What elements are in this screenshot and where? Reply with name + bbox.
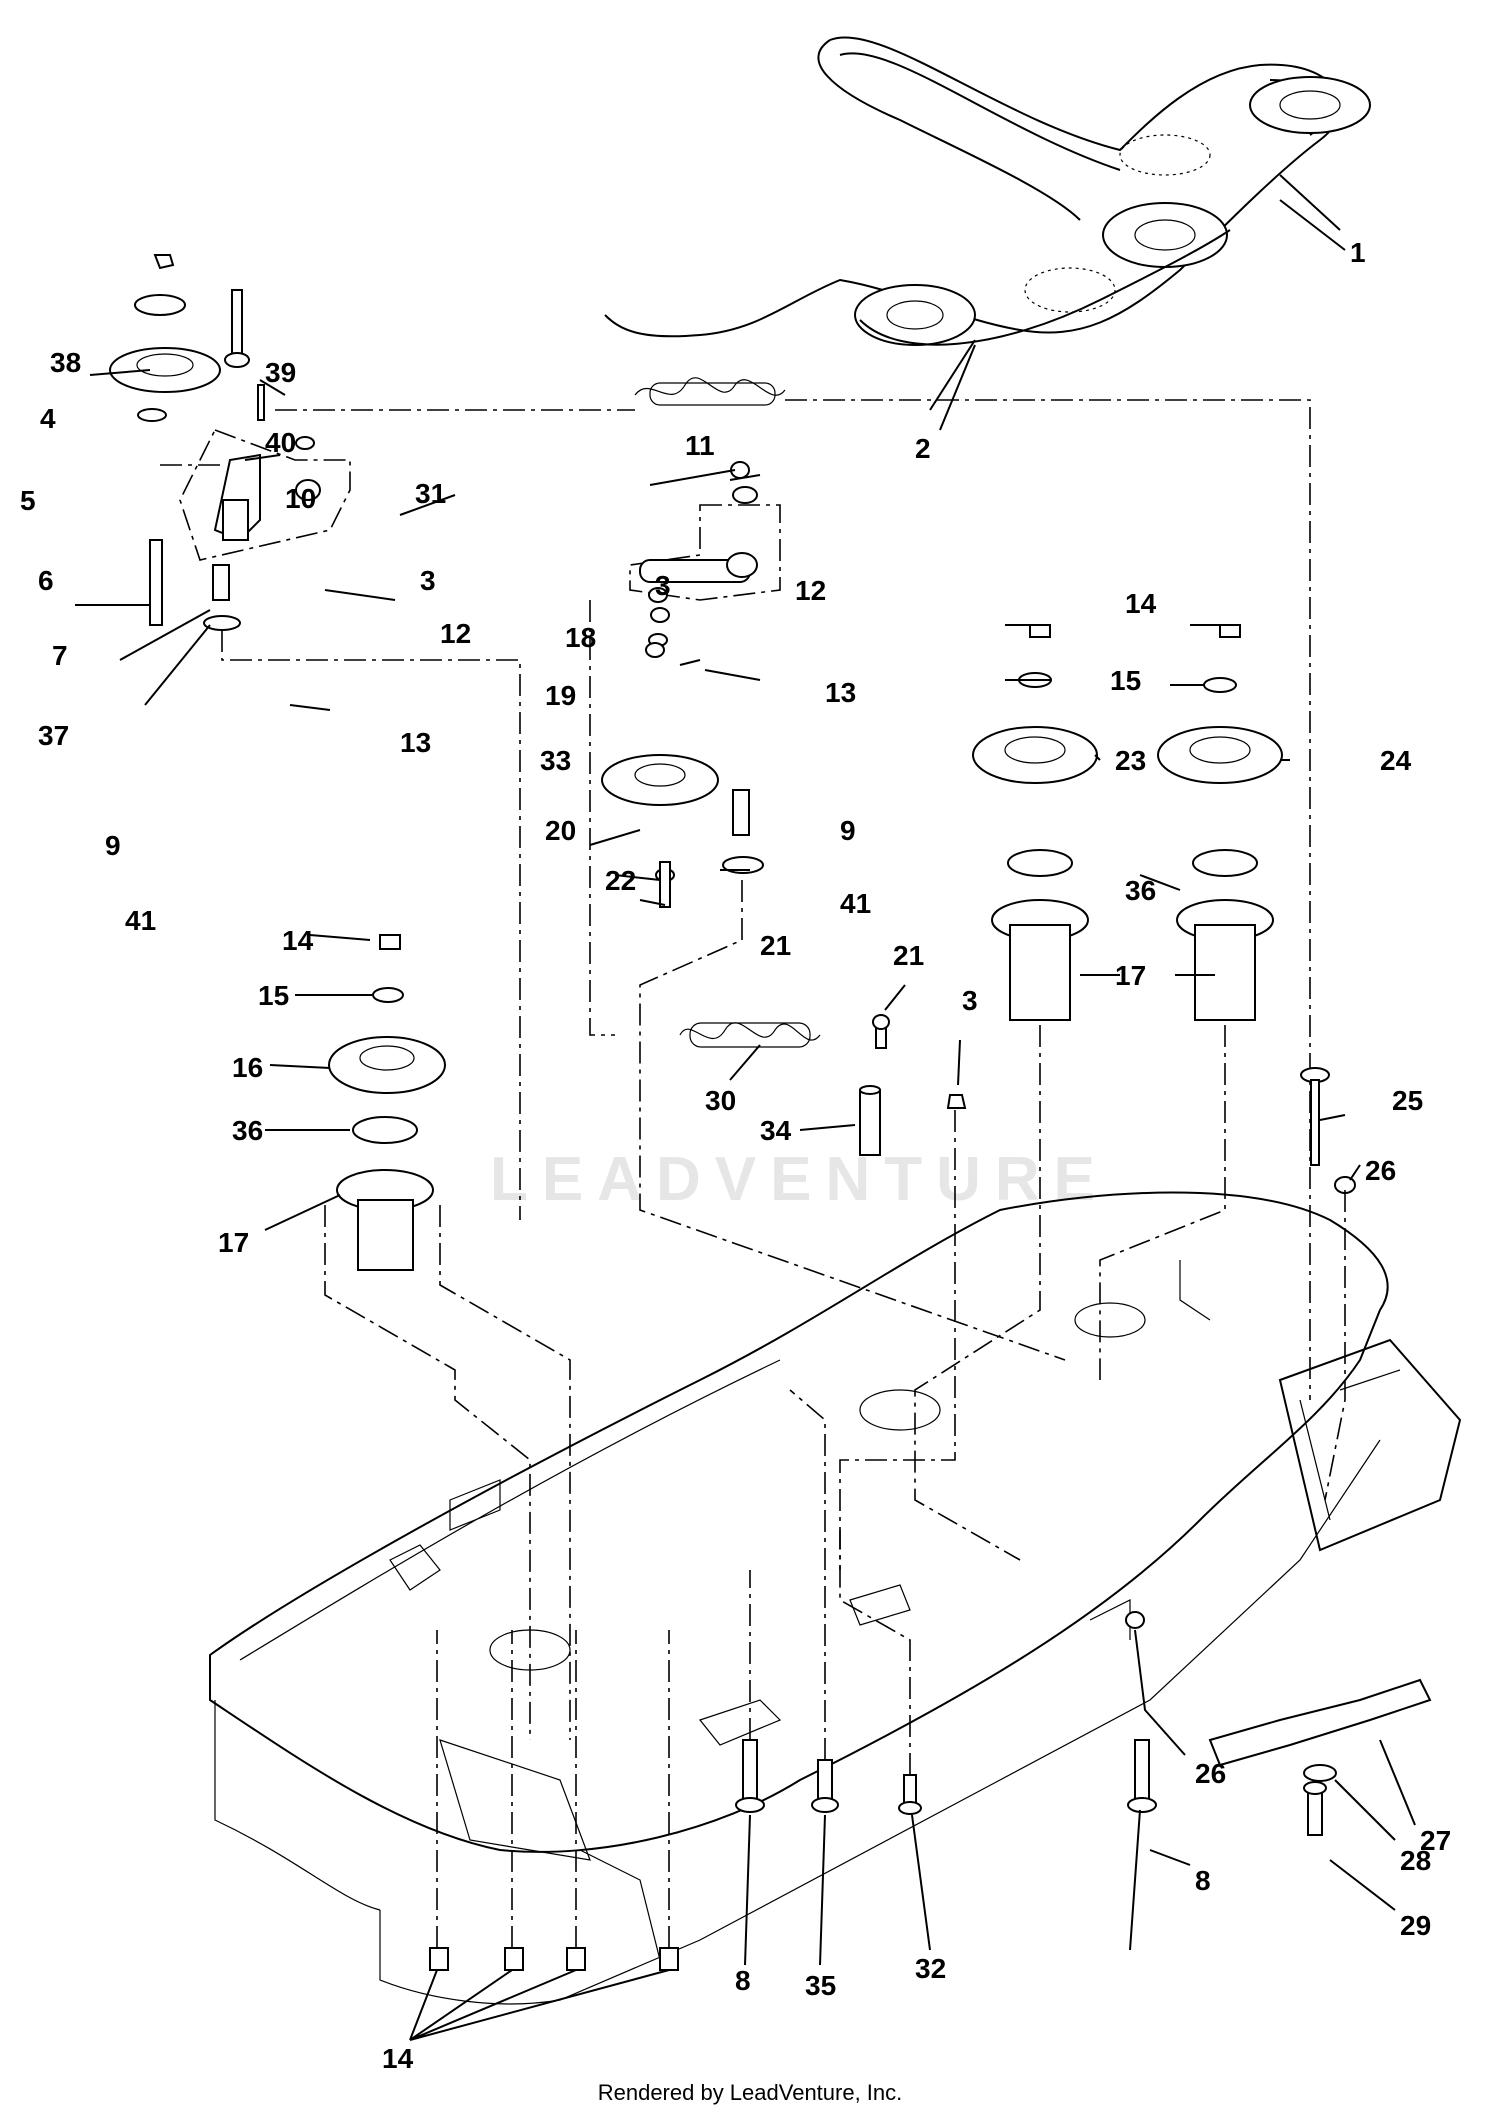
callout-26-bottom: 26	[1195, 1758, 1226, 1789]
footer-credit: Rendered by LeadVenture, Inc.	[597, 2080, 903, 2105]
callout-29: 29	[1400, 1910, 1431, 1941]
callout-19: 19	[545, 680, 576, 711]
callout-8-left: 8	[735, 1965, 751, 1996]
callout-17-left: 17	[218, 1227, 249, 1258]
callout-12-left: 12	[440, 618, 471, 649]
left-idler-group	[109, 254, 521, 1220]
callout-26-top: 26	[1365, 1155, 1396, 1186]
callout-14-top: 14	[1125, 588, 1157, 619]
callout-10: 10	[285, 483, 316, 514]
callout-17-right: 17	[1115, 960, 1146, 991]
callout-28: 28	[1400, 1845, 1431, 1876]
belt-pulley-left	[854, 284, 976, 346]
callout-41-center: 41	[840, 888, 871, 919]
callout-13-center: 13	[825, 677, 856, 708]
callout-15-left: 15	[258, 980, 289, 1011]
callout-2: 2	[915, 433, 931, 464]
callout-36-left: 36	[232, 1115, 263, 1146]
callout-16: 16	[232, 1052, 263, 1083]
callout-12-center: 12	[795, 575, 826, 606]
callout-33: 33	[540, 745, 571, 776]
callout-31: 31	[415, 478, 446, 509]
bottom-fasteners	[409, 1389, 1327, 2041]
center-idler-group	[589, 461, 1066, 1361]
callout-13-left: 13	[400, 727, 431, 758]
callout-4: 4	[40, 403, 56, 434]
deck-belt-assembly	[604, 36, 1371, 411]
leader-lines	[75, 199, 1416, 1966]
callout-14-left: 14	[282, 925, 314, 956]
callout-3-center: 3	[655, 570, 671, 601]
callout-9-center: 9	[840, 815, 856, 846]
callout-7: 7	[52, 640, 68, 671]
callout-14-bottom: 14	[382, 2043, 414, 2074]
callout-24: 24	[1380, 745, 1412, 776]
spring-11	[275, 377, 1311, 1400]
callout-36-right: 36	[1125, 875, 1156, 906]
callout-9-left: 9	[105, 830, 121, 861]
callout-20: 20	[545, 815, 576, 846]
callout-23: 23	[1115, 745, 1146, 776]
right-spindle-group	[914, 624, 1283, 1561]
callout-30: 30	[705, 1085, 736, 1116]
callout-37: 37	[38, 720, 69, 751]
callout-5: 5	[20, 485, 36, 516]
callout-39: 39	[265, 357, 296, 388]
callout-8-right: 8	[1195, 1865, 1211, 1896]
left-spindle-group	[324, 934, 571, 1740]
spring-30-group	[679, 1014, 967, 1570]
callout-27: 27	[1420, 1825, 1451, 1856]
callout-35: 35	[805, 1970, 836, 2001]
callout-6: 6	[38, 565, 54, 596]
callout-15-top: 15	[1110, 665, 1141, 696]
callout-18: 18	[565, 622, 596, 653]
callout-3-right: 3	[962, 985, 978, 1016]
callout-25: 25	[1392, 1085, 1423, 1116]
callout-40: 40	[265, 427, 296, 458]
watermark-text: LEADVENTURE	[490, 1145, 1109, 1214]
callout-11: 11	[685, 430, 715, 461]
callout-3-left: 3	[420, 565, 436, 596]
callout-1: 1	[1350, 237, 1366, 268]
callout-labels: 1 2 38 39 4 40 5 10 31 11 6 3 12 7 13 37…	[20, 237, 1451, 2074]
belt-pulley-center	[1102, 202, 1228, 268]
callout-21-right: 21	[893, 940, 924, 971]
belt-pulley-right	[1249, 76, 1371, 134]
callout-34: 34	[760, 1115, 792, 1146]
callout-21-center: 21	[760, 930, 791, 961]
blade-assembly	[1125, 1067, 1432, 1782]
callout-22: 22	[605, 865, 636, 896]
callout-41-left: 41	[125, 905, 156, 936]
callout-38: 38	[50, 347, 81, 378]
callout-32: 32	[915, 1953, 946, 1984]
mower-deck	[209, 1191, 1462, 2005]
